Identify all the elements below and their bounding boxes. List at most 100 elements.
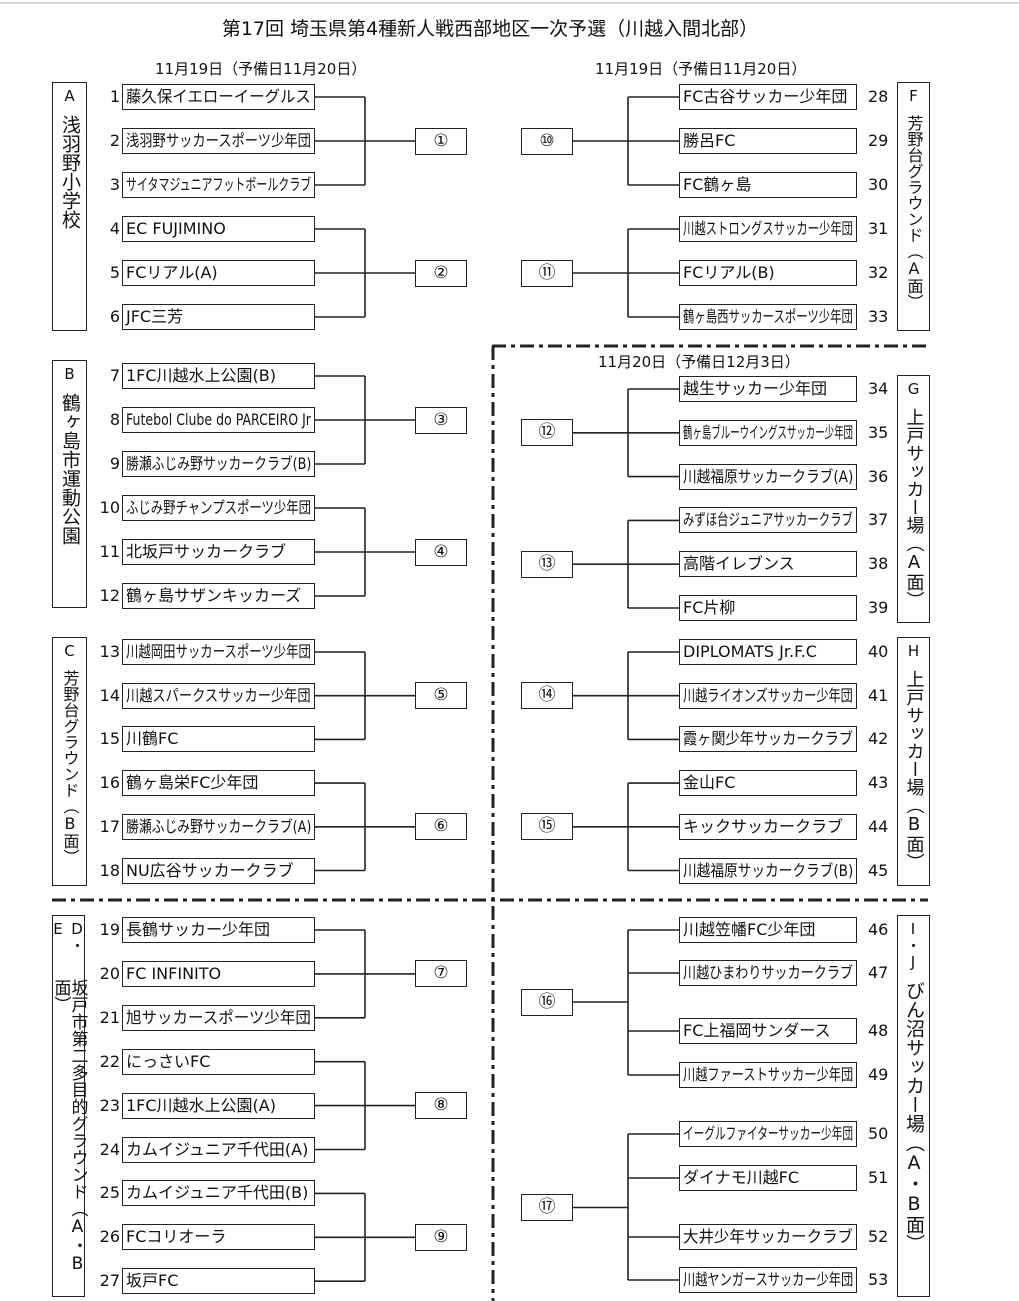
team-number: 9 — [109, 454, 120, 473]
team-box: みずほ台ジュニアサッカークラブ — [679, 507, 857, 534]
team-box: FCコリオーラ — [122, 1224, 315, 1251]
team-number: 3 — [109, 175, 120, 194]
top-divider — [0, 2, 1019, 4]
venue-letter: F — [904, 87, 923, 105]
date-right-top: 11月19日（予備日11月20日） — [595, 60, 807, 78]
team-box: EC FUJIMINO — [122, 216, 315, 242]
team-number: 4 — [109, 219, 120, 238]
match-box: ⑫ — [521, 419, 573, 447]
team-name: 川鶴FC — [126, 729, 179, 749]
team-number: 15 — [99, 729, 120, 749]
team-name: 1FC川越水上公園(A) — [126, 1095, 276, 1115]
team-box: DIPLOMATS Jr.F.C — [679, 639, 857, 665]
team-box: 霞ヶ関少年サッカークラブ — [679, 726, 857, 753]
team-box: 川越ライオンズサッカー少年団 — [679, 682, 857, 709]
team-name: 川越スパークスサッカー少年団 — [126, 685, 311, 705]
team-name: 川越ストロングスサッカー少年団 — [683, 219, 854, 238]
team-name: 川越ファーストサッカー少年団 — [683, 1065, 854, 1084]
team-box: 川越ヤンガースサッカー少年団 — [679, 1267, 857, 1293]
team-name: 坂戸FC — [126, 1271, 179, 1291]
team-box: 川越笠幡FC少年団 — [679, 917, 857, 943]
match-box: ⑤ — [415, 682, 467, 710]
match-box: ⑩ — [521, 127, 573, 155]
match-box: ④ — [415, 538, 467, 566]
team-number: 23 — [99, 1095, 120, 1115]
team-box: FC片柳 — [679, 595, 857, 621]
venue-name: びん沼サッカー場（A・B面） — [903, 981, 925, 1253]
team-box: キックサッカークラブ — [679, 813, 857, 840]
team-number: 46 — [868, 920, 889, 939]
venue-name: 上戸サッカー場（B面） — [903, 670, 925, 871]
team-number: 16 — [99, 773, 120, 793]
team-name: FCリアル(B) — [683, 263, 775, 282]
team-name: DIPLOMATS Jr.F.C — [683, 642, 817, 661]
team-number: 12 — [99, 586, 120, 605]
match-box: ⑮ — [521, 813, 573, 841]
team-name: JFC三芳 — [126, 307, 184, 326]
team-number: 49 — [868, 1065, 889, 1084]
team-name: 勝瀬ふじみ野サッカークラブ(B) — [126, 454, 312, 473]
team-number: 35 — [868, 422, 889, 442]
match-box: ⑬ — [521, 550, 573, 578]
team-name: 藤久保イエローイーグルス — [126, 87, 311, 106]
team-box: 川鶴FC — [122, 726, 315, 753]
team-name: 越生サッカー少年団 — [683, 379, 828, 398]
team-name: EC FUJIMINO — [126, 219, 226, 238]
team-number: 14 — [99, 685, 120, 705]
team-name: 大井少年サッカークラブ — [683, 1227, 854, 1246]
venue-letter: H — [904, 642, 923, 660]
team-number: 26 — [99, 1227, 120, 1247]
team-box: 旭サッカースポーツ少年団 — [122, 1004, 315, 1031]
team-number: 50 — [868, 1124, 889, 1143]
team-box: FC上福岡サンダース — [679, 1018, 857, 1044]
venue-name: 芳野台グラウンド（B面） — [60, 670, 80, 865]
team-name: 北坂戸サッカークラブ — [126, 542, 287, 561]
match-box: ⑦ — [415, 960, 467, 988]
date-left-top: 11月19日（予備日11月20日） — [155, 60, 367, 78]
date-right-middle: 11月20日（予備日12月3日） — [598, 353, 800, 371]
team-name: FCリアル(A) — [126, 263, 218, 282]
team-number: 48 — [868, 1021, 889, 1040]
team-name: 鶴ヶ島栄FC少年団 — [126, 773, 259, 793]
team-number: 13 — [99, 642, 120, 661]
team-name: 川越ヤンガースサッカー少年団 — [683, 1270, 854, 1289]
team-box: FC鶴ヶ島 — [679, 172, 857, 198]
team-box: 勝瀬ふじみ野サッカークラブ(A) — [122, 813, 315, 840]
team-number: 17 — [99, 816, 120, 836]
team-name: サイタマジュニアフットボールクラブ — [126, 175, 312, 194]
team-name: 浅羽野サッカースポーツ少年団 — [126, 131, 311, 150]
team-number: 7 — [109, 366, 120, 385]
match-box: ⑭ — [521, 682, 573, 710]
team-name: FC古谷サッカー少年団 — [683, 87, 848, 106]
team-box: サイタマジュニアフットボールクラブ — [122, 172, 315, 198]
team-number: 32 — [868, 263, 889, 282]
team-name: イーグルファイターサッカー少年団 — [683, 1124, 854, 1143]
team-box: FC古谷サッカー少年団 — [679, 84, 857, 110]
team-name: ダイナモ川越FC — [683, 1168, 800, 1187]
team-box: カムイジュニア千代田(B) — [122, 1180, 315, 1207]
team-number: 53 — [868, 1270, 889, 1289]
team-name: 川越笠幡FC少年団 — [683, 920, 816, 939]
match-box: ⑯ — [521, 988, 573, 1016]
team-box: 越生サッカー少年団 — [679, 376, 857, 402]
team-number: 25 — [99, 1183, 120, 1203]
team-box: 浅羽野サッカースポーツ少年団 — [122, 128, 315, 154]
team-box: Futebol Clube do PARCEIRO Jr — [122, 407, 315, 433]
venue-name: 上戸サッカー場（A面） — [903, 408, 925, 609]
team-name: FC上福岡サンダース — [683, 1021, 831, 1040]
team-name: キックサッカークラブ — [683, 816, 844, 836]
team-box: 高階イレブンス — [679, 551, 857, 578]
team-name: 旭サッカースポーツ少年団 — [126, 1007, 311, 1027]
team-box: 川越スパークスサッカー少年団 — [122, 682, 315, 709]
team-box: 坂戸FC — [122, 1268, 315, 1295]
team-number: 18 — [99, 860, 120, 880]
team-name: ふじみ野チャンプスポーツ少年団 — [126, 498, 312, 517]
team-number: 52 — [868, 1227, 889, 1246]
team-box: イーグルファイターサッカー少年団 — [679, 1121, 857, 1147]
team-box: 川越ストロングスサッカー少年団 — [679, 216, 857, 242]
team-name: FC鶴ヶ島 — [683, 175, 752, 194]
